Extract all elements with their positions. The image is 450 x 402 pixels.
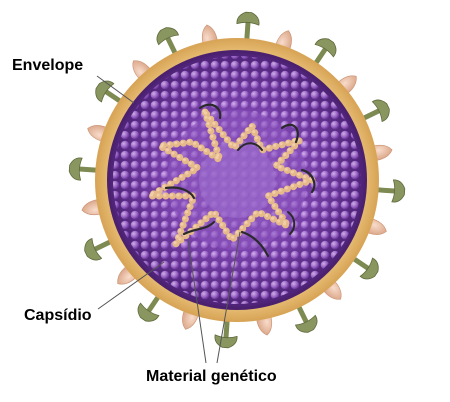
genetic-material — [137, 103, 322, 258]
leader-lines — [96, 75, 241, 364]
capsid-label: Capsídio — [24, 307, 92, 324]
glycoprotein-spike-icon — [372, 179, 406, 203]
envelope-label: Envelope — [12, 57, 84, 74]
genetic-material-label: Material genético — [146, 368, 277, 385]
